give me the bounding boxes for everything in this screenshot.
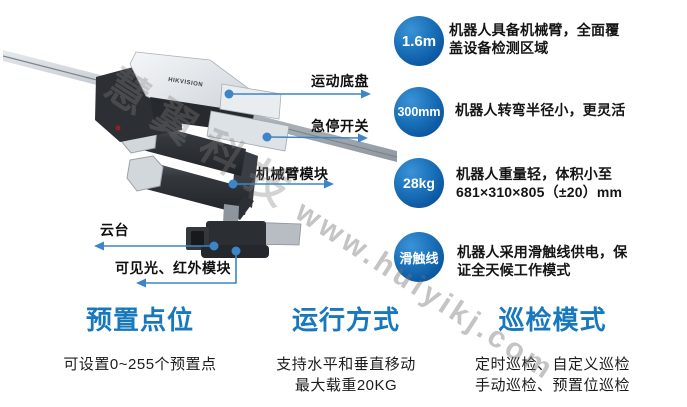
feature-badge-turn-radius-value: 300mm xyxy=(397,105,441,119)
section-preset-points-body: 可设置0~255个预置点 xyxy=(63,356,217,373)
section-patrol-mode-title: 巡检模式 xyxy=(498,305,607,335)
callout-label-arm-module: 机械臂模块 xyxy=(256,166,329,182)
feature-badge-weight: 28kg xyxy=(394,158,444,208)
feature-badge-weight-value: 28kg xyxy=(403,175,435,191)
feature-badge-power-value: 滑触线 xyxy=(399,250,439,266)
callout-line-motion-chassis xyxy=(224,89,371,99)
section-operation-mode-body: 支持水平和垂直移动 最大载重20KG xyxy=(276,356,416,394)
section-operation-mode: 运行方式 支持水平和垂直移动 最大载重20KG xyxy=(246,300,446,396)
gimbal-neck xyxy=(223,204,239,226)
feature-badge-turn-radius: 300mm xyxy=(394,87,444,137)
feature-desc-weight: 机器人重量轻，体积小至 681×310×805（±20）mm xyxy=(456,166,623,200)
section-patrol-mode-body: 定时巡检、自定义巡检 手动巡检、预置位巡检 xyxy=(474,356,630,394)
camera-lens xyxy=(191,231,204,246)
arm-link-lower xyxy=(138,160,250,215)
callout-label-camera: 可见光、红外模块 xyxy=(115,260,231,276)
feature-badge-reach-value: 1.6m xyxy=(401,32,437,50)
callout-label-motion-chassis: 运动底盘 xyxy=(311,73,369,89)
feature-desc-turn-radius: 机器人转弯半径小，更灵活 xyxy=(455,102,626,118)
motion-chassis: HIKVISION xyxy=(95,51,290,152)
callout-label-emergency-stop: 急停开关 xyxy=(311,118,369,134)
section-operation-mode-title: 运行方式 xyxy=(291,305,400,335)
arm-link-upper xyxy=(135,121,246,176)
brand-logo: HIKVISION xyxy=(168,77,204,88)
section-patrol-mode: 巡检模式 定时巡检、自定义巡检 手动巡检、预置位巡检 xyxy=(445,300,660,396)
callout-line-camera xyxy=(136,246,241,288)
chassis-side-box-upper xyxy=(219,83,282,120)
callout-lines xyxy=(94,89,371,288)
callout-line-emergency-stop xyxy=(262,132,368,143)
section-preset-points: 预置点位 可设置0~255个预置点 xyxy=(40,300,240,375)
feature-badge-reach: 1.6m xyxy=(394,16,444,66)
feature-desc-reach: 机器人具备机械臂，全面覆 盖设备检测区域 xyxy=(449,22,620,56)
robot-illustration: HIKVISION xyxy=(2,50,398,288)
callout-line-arm-module xyxy=(228,179,334,189)
camera-module xyxy=(186,204,302,258)
status-led xyxy=(115,125,121,131)
section-preset-points-title: 预置点位 xyxy=(85,305,194,335)
callout-line-gimbal xyxy=(94,241,219,251)
callout-label-gimbal: 云台 xyxy=(100,222,129,238)
feature-desc-power: 机器人采用滑触线供电，保 证全天候工作模式 xyxy=(457,244,628,278)
feature-badge-power: 滑触线 xyxy=(394,232,444,282)
arm-cap-lower xyxy=(126,155,164,192)
